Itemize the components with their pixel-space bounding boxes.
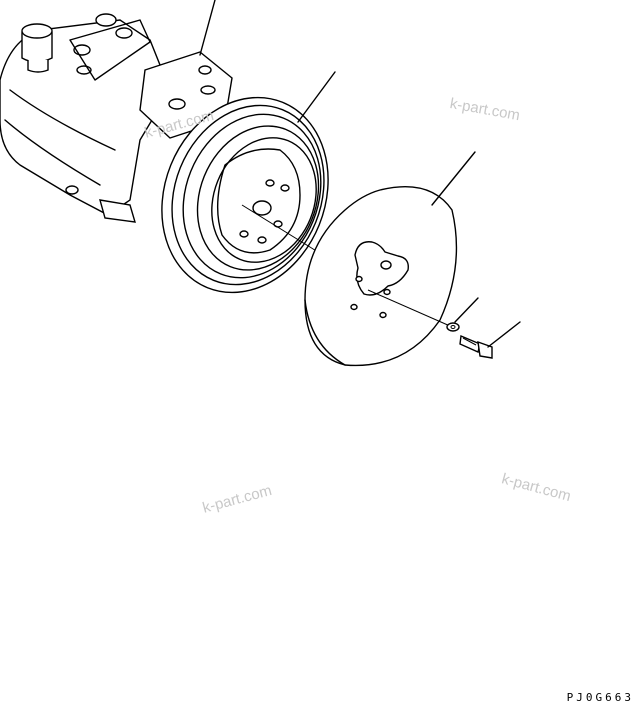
bolt [459,334,493,359]
clutch-pulley [161,96,329,294]
compressor-body [0,13,233,223]
cover-plate [304,186,458,367]
drawing-code: PJ0G663 [566,691,634,704]
washer [446,322,460,332]
leader-lines [199,0,521,348]
